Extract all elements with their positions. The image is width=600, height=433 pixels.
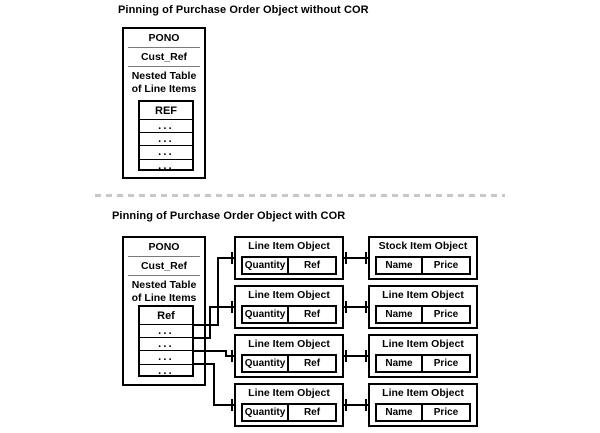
section-divider xyxy=(95,194,505,197)
nested-ref-table-without-cor: REF ... ... ... ... xyxy=(138,100,194,173)
nested-table-row: ... xyxy=(140,160,192,173)
pono-name-field: PONO xyxy=(124,238,204,258)
cust-ref-field: Cust_Ref xyxy=(124,48,204,68)
nested-table-row-value: ... xyxy=(158,120,174,132)
nested-table-label: Nested Table of Line Items xyxy=(124,276,204,306)
attribute-cell: Name xyxy=(377,307,423,322)
nested-table-label-line2: of Line Items xyxy=(131,82,197,95)
card-attribute-row: Quantity Ref xyxy=(241,256,337,275)
card-attribute-row: Quantity Ref xyxy=(241,354,337,373)
nested-table-label-line1: Nested Table xyxy=(131,279,197,292)
stock-item-object-card: Stock Item Object Name Price xyxy=(368,236,478,280)
nested-table-row: ... xyxy=(140,351,192,365)
card-attribute-row: Quantity Ref xyxy=(241,403,337,422)
nested-table-row: ... xyxy=(140,365,192,378)
line-item-object-card: Line Item Object Name Price xyxy=(368,334,478,378)
nested-table-row-value: ... xyxy=(158,159,174,172)
attribute-cell: Quantity xyxy=(243,405,289,420)
nested-table-row-value: ... xyxy=(158,364,174,377)
nested-table-label-line2: of Line Items xyxy=(131,291,197,304)
nested-table-label-line1: Nested Table xyxy=(131,70,197,83)
nested-table-label: Nested Table of Line Items xyxy=(124,67,204,97)
attribute-cell: Ref xyxy=(303,407,321,418)
line-item-object-card: Line Item Object Quantity Ref xyxy=(234,334,344,378)
bottom-diagram-title: Pinning of Purchase Order Object with CO… xyxy=(112,210,346,222)
card-attribute-row: Name Price xyxy=(375,403,471,422)
nested-ref-table-with-cor: Ref ... ... ... ... xyxy=(138,305,194,377)
nested-table-row-value: ... xyxy=(158,133,174,146)
card-title: Line Item Object xyxy=(248,289,330,301)
card-title: Line Item Object xyxy=(248,240,330,252)
line-item-object-card: Line Item Object Name Price xyxy=(368,285,478,329)
attribute-cell: Quantity xyxy=(243,307,289,322)
nested-table-row-value: ... xyxy=(158,146,174,159)
nested-table-row: ... xyxy=(140,325,192,339)
pono-name-field: PONO xyxy=(124,29,204,49)
attribute-cell: Quantity xyxy=(243,356,289,371)
line-item-object-card: Line Item Object Quantity Ref xyxy=(234,285,344,329)
card-title: Line Item Object xyxy=(382,387,464,399)
attribute-cell: Name xyxy=(377,356,423,371)
attribute-cell: Ref xyxy=(303,309,321,320)
attribute-cell: Name xyxy=(377,258,423,273)
card-title: Line Item Object xyxy=(248,338,330,350)
attribute-cell: Name xyxy=(377,405,423,420)
card-title: Line Item Object xyxy=(248,387,330,399)
card-title: Line Item Object xyxy=(382,289,464,301)
attribute-cell: Price xyxy=(433,407,459,418)
nested-table-row: ... xyxy=(140,120,192,134)
nested-table-row: ... xyxy=(140,338,192,352)
attribute-cell: Price xyxy=(433,358,459,369)
line-item-object-card: Line Item Object Quantity Ref xyxy=(234,383,344,427)
card-title: Line Item Object xyxy=(382,338,464,350)
line-item-object-card: Line Item Object Quantity Ref xyxy=(234,236,344,280)
card-attribute-row: Name Price xyxy=(375,256,471,275)
card-title: Stock Item Object xyxy=(378,240,468,252)
nested-table-row: ... xyxy=(140,133,192,147)
line-item-object-card: Line Item Object Name Price xyxy=(368,383,478,427)
top-diagram-title: Pinning of Purchase Order Object without… xyxy=(118,4,369,16)
attribute-cell: Price xyxy=(433,309,459,320)
nested-table-row-value: ... xyxy=(158,351,174,364)
attribute-cell: Ref xyxy=(303,260,321,271)
cust-ref-field: Cust_Ref xyxy=(124,257,204,277)
nested-table-row: ... xyxy=(140,146,192,160)
nested-table-header-cell: Ref xyxy=(140,307,192,325)
card-attribute-row: Quantity Ref xyxy=(241,305,337,324)
card-attribute-row: Name Price xyxy=(375,354,471,373)
attribute-cell: Price xyxy=(433,260,459,271)
card-attribute-row: Name Price xyxy=(375,305,471,324)
nested-table-row-value: ... xyxy=(158,338,174,351)
nested-table-header-cell: REF xyxy=(140,102,192,120)
attribute-cell: Quantity xyxy=(243,258,289,273)
nested-table-row-value: ... xyxy=(158,325,174,337)
attribute-cell: Ref xyxy=(303,358,321,369)
